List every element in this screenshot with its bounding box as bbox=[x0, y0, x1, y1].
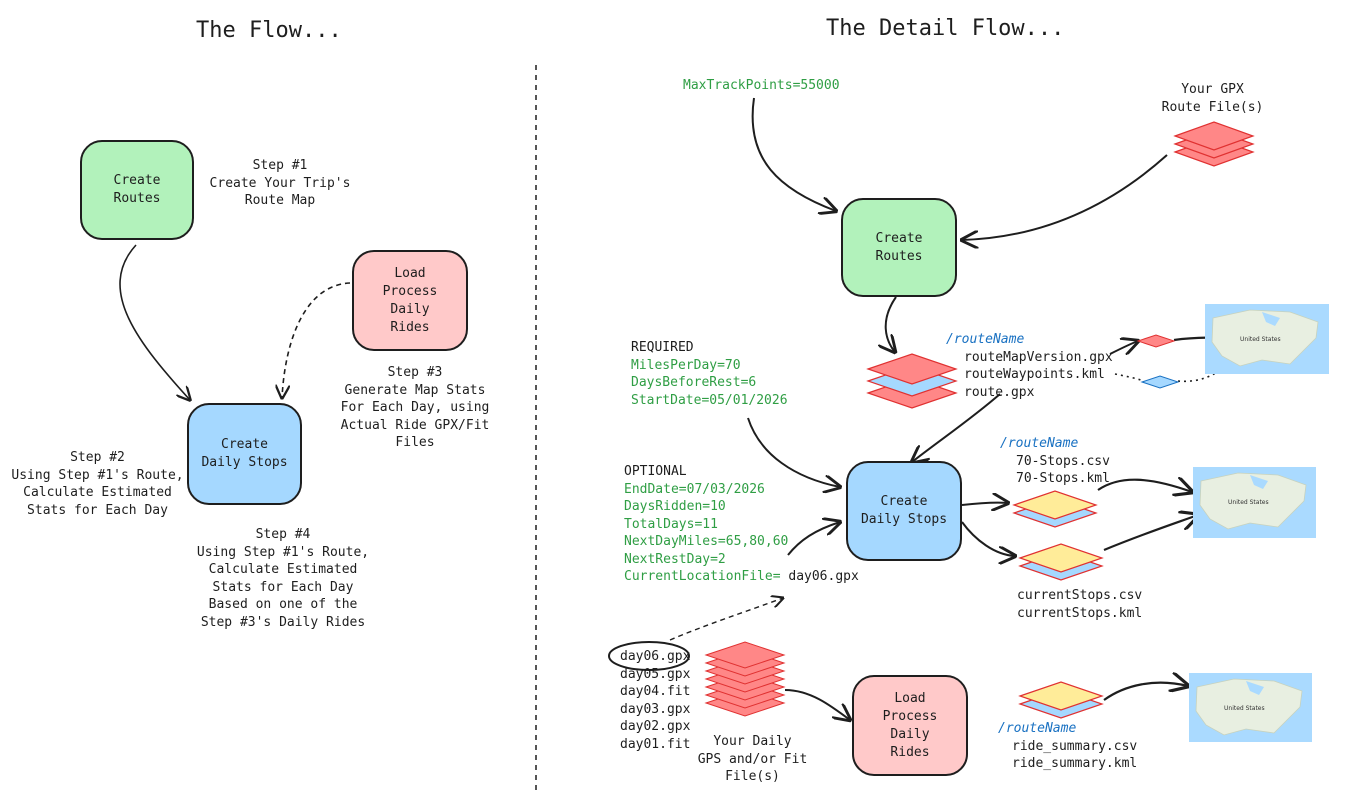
current-stops-output-files: currentStops.csv currentStops.kml bbox=[1017, 588, 1143, 621]
edge-stops-to-stack-current bbox=[961, 521, 1015, 556]
daily-file: day05.gpx bbox=[620, 666, 691, 682]
edge-dailystack-to-load bbox=[784, 689, 850, 720]
detail-node-load-process-daily-rides[interactable]: Load Process Daily Rides bbox=[852, 675, 968, 776]
edge-day06-to-current-dashed bbox=[669, 598, 783, 641]
day06-highlight-ellipse bbox=[608, 641, 690, 671]
edge-route-files-to-stops bbox=[912, 393, 1001, 462]
node-create-routes[interactable]: Create Routes bbox=[80, 140, 194, 240]
svg-text:United States: United States bbox=[1228, 499, 1269, 506]
daily-file: day04.fit bbox=[620, 684, 691, 699]
edge-waypoints-to-blue bbox=[1114, 373, 1145, 382]
required-params: REQUIRED MilesPerDay=70 DaysBeforeRest=6… bbox=[631, 340, 788, 408]
node-label: Load Process Daily Rides bbox=[882, 690, 938, 760]
edge-optional-to-stops bbox=[787, 522, 840, 556]
edge-routes-to-route-stack bbox=[886, 296, 896, 352]
right-title: The Detail Flow... bbox=[826, 16, 1065, 41]
detail-node-create-daily-stops[interactable]: Create Daily Stops bbox=[846, 461, 962, 561]
left-title: The Flow... bbox=[196, 18, 342, 43]
map-version-gpx-icon bbox=[1136, 334, 1176, 348]
edge-blue-to-map-1 bbox=[1177, 356, 1234, 383]
edge-ride-stack-to-map-3 bbox=[1103, 683, 1188, 701]
node-label: Create Routes bbox=[113, 173, 161, 206]
ride-summary-stack-icon bbox=[1018, 681, 1104, 719]
gpx-route-file-stack-icon bbox=[1173, 121, 1255, 167]
daily-files-stack-icon bbox=[704, 641, 786, 717]
daily-file: day02.gpx bbox=[620, 719, 691, 734]
edge-mapversion-to-pink bbox=[1109, 341, 1138, 354]
node-label: Create Daily Stops bbox=[860, 494, 948, 527]
daily-file: day06.gpx bbox=[620, 649, 691, 664]
max-track-points-param: MaxTrackPoints=55000 bbox=[683, 78, 840, 93]
stops-70-stack-icon bbox=[1012, 490, 1098, 528]
route-output-stack-icon bbox=[866, 353, 958, 409]
edge-stack-current-to-map-2 bbox=[1103, 515, 1198, 552]
edge-stack-70-to-map-2 bbox=[1097, 480, 1192, 492]
daily-file: day01.fit bbox=[620, 736, 691, 752]
ride-summary-output-files: /routeName ride_summary.csv ride_summary… bbox=[998, 721, 1138, 771]
svg-text:United States: United States bbox=[1240, 336, 1281, 343]
stops-70-output-files: /routeName 70-Stops.csv 70-Stops.kml bbox=[1000, 436, 1110, 486]
us-map-thumbnail-1: United States bbox=[1205, 304, 1329, 374]
node-label: Create Daily Stops bbox=[201, 437, 288, 470]
daily-file-list: day06.gpx day05.gpx day04.fit day03.gpx … bbox=[620, 648, 690, 753]
edge-gpx-to-routes bbox=[962, 154, 1168, 240]
edge-maxtrack-to-routes bbox=[751, 97, 836, 211]
node-label: Load Process Daily Rides bbox=[382, 265, 438, 335]
waypoints-kml-icon bbox=[1140, 375, 1180, 389]
svg-text:United States: United States bbox=[1224, 705, 1265, 712]
edge-stops-to-stack-70 bbox=[961, 503, 1008, 505]
us-map-thumbnail-2: United States bbox=[1193, 467, 1316, 538]
daily-file: day03.gpx bbox=[620, 701, 691, 717]
detail-node-create-routes[interactable]: Create Routes bbox=[841, 198, 957, 297]
us-map-thumbnail-3: United States bbox=[1189, 673, 1312, 742]
node-label: Create Routes bbox=[875, 230, 923, 264]
current-stops-stack-icon bbox=[1018, 543, 1104, 581]
edge-required-to-stops bbox=[747, 417, 840, 487]
edge-routes-to-stops bbox=[119, 244, 190, 400]
node-load-process-daily-rides[interactable]: Load Process Daily Rides bbox=[352, 250, 468, 351]
edge-load-to-stops-dashed bbox=[282, 282, 351, 398]
route-output-files: /routeName routeMapVersion.gpx routeWayp… bbox=[946, 332, 1113, 400]
route-folder-label: /routeName bbox=[946, 332, 1025, 347]
node-create-daily-stops[interactable]: Create Daily Stops bbox=[187, 403, 302, 505]
optional-params: OPTIONAL EndDate=07/03/2026 DaysRidden=1… bbox=[624, 464, 859, 584]
